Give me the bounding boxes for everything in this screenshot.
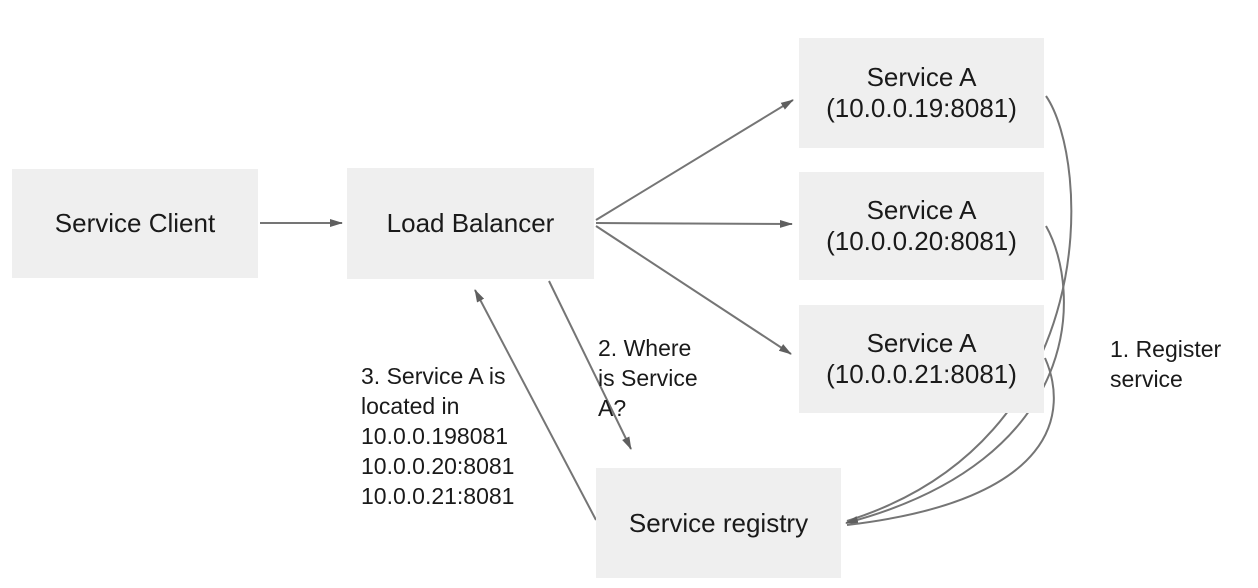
node-service-a-3-address: (10.0.0.21:8081) [826, 359, 1017, 389]
node-service-client: Service Client [12, 169, 258, 278]
annotation-where-is-service-a-line: 2. Where [598, 335, 692, 361]
node-service-client-label: Service Client [54, 208, 216, 238]
node-service-a-3-label: Service A [866, 328, 977, 358]
annotation-where-is-service-a: 2. Where is Service A? [598, 333, 698, 423]
annotation-service-a-located-line: located in [361, 393, 460, 419]
node-service-registry: Service registry [596, 468, 841, 578]
node-service-a-2: Service A (10.0.0.20:8081) [799, 172, 1044, 280]
annotation-where-is-service-a-line: is Service [598, 365, 698, 391]
node-service-a-3: Service A (10.0.0.21:8081) [799, 305, 1044, 413]
arrow-loadbalancer-to-service-a-1 [595, 99, 794, 221]
node-service-a-1-label: Service A [866, 62, 977, 92]
annotation-service-a-located-line: 3. Service A is [361, 363, 506, 389]
annotation-service-a-located-line: 10.0.0.198081 [361, 423, 509, 449]
annotation-register-service-line: service [1110, 366, 1183, 392]
node-load-balancer: Load Balancer [347, 168, 594, 279]
node-service-a-1: Service A (10.0.0.19:8081) [799, 38, 1044, 148]
annotation-service-a-located: 3. Service A is located in 10.0.0.198081… [361, 361, 514, 511]
node-service-a-2-address: (10.0.0.20:8081) [826, 226, 1017, 256]
annotation-register-service: 1. Register service [1110, 334, 1221, 394]
arrow-loadbalancer-to-service-a-2 [595, 219, 793, 228]
node-service-a-1-address: (10.0.0.19:8081) [826, 93, 1017, 123]
annotation-where-is-service-a-line: A? [598, 395, 627, 421]
annotation-register-service-line: 1. Register [1110, 336, 1222, 362]
node-load-balancer-label: Load Balancer [386, 208, 555, 238]
node-service-a-2-label: Service A [866, 195, 977, 225]
node-service-registry-label: Service registry [628, 507, 809, 538]
annotation-service-a-located-line: 10.0.0.20:8081 [361, 453, 515, 479]
annotation-service-a-located-line: 10.0.0.21:8081 [361, 483, 515, 509]
